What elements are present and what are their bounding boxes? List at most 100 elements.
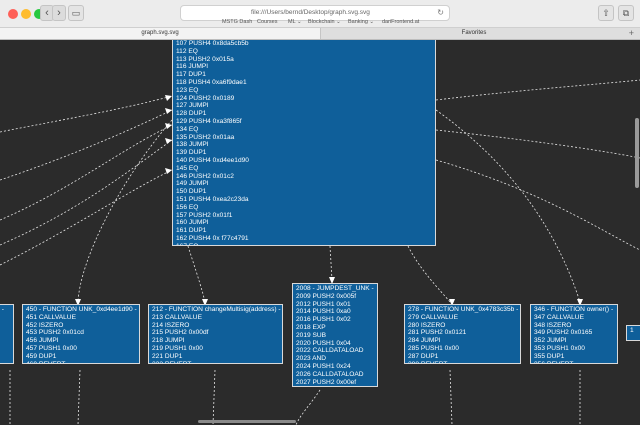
address-url: file:///Users/bernd/Desktop/graph.svg.sv… <box>251 9 370 16</box>
bookmark-item[interactable]: MSTG Dash <box>222 19 253 25</box>
node-instruction: 107 PUSH4 0x8da5cb5b <box>176 40 249 47</box>
node-instruction: 353 PUSH1 0x00 <box>534 344 585 352</box>
bookmark-item[interactable]: ML ⌄ <box>288 19 302 25</box>
node-instruction: 349 PUSH2 0x0165 <box>534 329 593 337</box>
edge <box>0 169 173 266</box>
edge <box>0 109 173 181</box>
node-instruction: 456 JUMPI <box>26 337 59 345</box>
node-instruction: 112 EQ <box>176 47 198 55</box>
node-instruction: 221 DUP1 <box>152 352 183 360</box>
node-instruction: 347 CALLVALUE <box>534 313 584 321</box>
node-instruction: 215 PUSH2 0x00df <box>152 329 209 337</box>
node-instruction: 117 DUP1 <box>176 71 206 79</box>
bookmarks-bar: MSTG Dash Courses ML ⌄ Blockchain ⌄ Bank… <box>0 18 640 28</box>
node-instruction: 167 EQ <box>176 243 432 245</box>
node-instruction: 285 PUSH1 0x00 <box>408 344 459 352</box>
node-instruction: 140 PUSH4 0xd4ee1d90 <box>176 156 249 164</box>
tab-bar: graph.svg.svg Favorites + <box>0 28 640 40</box>
tab-favorites[interactable]: Favorites <box>461 30 487 36</box>
graph-node-278[interactable]: 278 - FUNCTION UNK_0x4783c35b -279 CALLV… <box>404 304 521 364</box>
sidebar-toggle-icon[interactable]: ▭ <box>68 5 84 21</box>
node-instruction: 151 PUSH4 0xea2c23da <box>176 195 249 203</box>
minimize-window-icon[interactable] <box>21 9 31 19</box>
tabs-overview-icon[interactable]: ⧉ <box>618 5 634 21</box>
node-instruction: 162 PUSH4 0x f77c4791 <box>176 234 249 242</box>
node-instruction: 219 PUSH1 0x00 <box>152 344 203 352</box>
bookmark-item[interactable]: dariFrontend.at <box>382 19 420 25</box>
node-instruction: 213 CALLVALUE <box>152 313 202 321</box>
node-instruction: 2030 JUMP <box>296 386 374 387</box>
node-instruction: 280 ISZERO <box>408 321 446 329</box>
address-bar[interactable]: file:///Users/bernd/Desktop/graph.svg.sv… <box>180 5 450 21</box>
node-instruction: 145 EQ <box>176 164 199 172</box>
node-instruction: 160 JUMPI <box>176 219 209 227</box>
horizontal-scrollbar[interactable] <box>198 420 296 423</box>
node-instruction: 135 PUSH2 0x01aa <box>176 133 235 141</box>
node-instruction: 2016 PUSH1 0x02 <box>296 316 351 324</box>
reload-icon[interactable]: ↻ <box>437 8 444 17</box>
node-instruction: 2027 PUSH2 0x00ef <box>296 378 357 386</box>
node-instruction: 453 PUSH2 0x01cd <box>26 329 84 337</box>
node-instruction: 1 <box>630 327 634 334</box>
node-instruction: 113 PUSH2 0x015a <box>176 55 234 63</box>
forward-button[interactable]: › <box>52 5 66 21</box>
browser-toolbar: ‹ › ▭ file:///Users/bernd/Desktop/graph.… <box>0 0 640 28</box>
node-instruction: 451 CALLVALUE <box>26 313 76 321</box>
node-instruction: 116 JUMPI <box>176 63 209 71</box>
node-instruction: 355 DUP1 <box>534 352 565 360</box>
vertical-scrollbar[interactable] <box>635 118 639 188</box>
node-instruction: 157 PUSH2 0x01f1 <box>176 211 233 219</box>
node-instruction: 288 REVERT <box>408 361 517 363</box>
node-instruction: 146 PUSH2 0x01c2 <box>176 172 234 180</box>
node-instruction: 214 ISZERO <box>152 321 190 329</box>
node-instruction: 212 - FUNCTION changeMultisig(address) - <box>152 306 281 313</box>
node-instruction: 457 PUSH1 0x00 <box>26 344 77 352</box>
zoom-window-icon[interactable] <box>34 9 44 19</box>
node-instruction: 2009 PUSH2 0x005f <box>296 292 357 300</box>
node-instruction: 129 PUSH4 0xa3f865f <box>176 117 242 125</box>
edge <box>0 95 173 133</box>
node-instruction: 2018 EXP <box>296 323 326 331</box>
node-instruction: 128 DUP1 <box>176 110 207 118</box>
node-instruction: 218 JUMPI <box>152 337 185 345</box>
node-instruction: 279 CALLVALUE <box>408 313 458 321</box>
node-instruction: 139 DUP1 <box>176 149 207 157</box>
close-window-icon[interactable] <box>8 9 18 19</box>
node-instruction: 459 DUP1 <box>26 352 57 360</box>
node-instruction: 118 PUSH4 0xa6f9dae1 <box>176 78 247 86</box>
new-tab-button[interactable]: + <box>628 28 634 38</box>
node-instruction: 2022 CALLDATALOAD <box>296 347 364 355</box>
edge-layer <box>0 79 640 425</box>
bookmark-item[interactable]: Banking ⌄ <box>348 19 375 25</box>
node-instruction: 124 PUSH2 0x0189 <box>176 94 235 102</box>
tab-graph-svg[interactable]: graph.svg.svg <box>0 28 321 39</box>
graph-node-partial-right[interactable]: 1 <box>626 325 640 341</box>
graph-node-212[interactable]: 212 - FUNCTION changeMultisig(address) -… <box>148 304 283 364</box>
node-instruction: 287 DUP1 <box>408 352 439 360</box>
graph-node-450[interactable]: 450 - FUNCTION UNK_0xd4ee1d90 -451 CALLV… <box>22 304 140 364</box>
node-instruction: 149 JUMPI <box>176 180 209 188</box>
bookmark-item[interactable]: Courses <box>257 19 278 25</box>
arrowhead <box>75 299 81 306</box>
edge <box>0 124 173 221</box>
node-instruction: 2020 PUSH1 0x04 <box>296 339 351 347</box>
node-instruction: 161 DUP1 <box>176 227 207 235</box>
node-instruction: 278 - FUNCTION UNK_0x4783c35b - <box>408 306 519 313</box>
node-instruction: 138 JUMPI <box>176 141 209 149</box>
node-instruction: 352 JUMPI <box>534 337 567 345</box>
node-instruction: 452 ISZERO <box>26 321 64 329</box>
graph-node-partial-left[interactable]: 6) - <box>0 304 14 364</box>
node-instruction: 346 - FUNCTION owner() - <box>534 306 614 313</box>
share-icon[interactable]: ⇧ <box>598 5 614 21</box>
node-instruction: 450 - FUNCTION UNK_0xd4ee1d90 - <box>26 306 137 313</box>
node-instruction: 2024 PUSH1 0x24 <box>296 362 351 370</box>
node-instruction: 134 EQ <box>176 125 199 133</box>
node-instruction: 281 PUSH2 0x0121 <box>408 329 467 337</box>
node-instruction: 2014 PUSH1 0xa0 <box>296 308 351 316</box>
node-instruction: 156 EQ <box>176 203 199 211</box>
bookmark-item[interactable]: Blockchain ⌄ <box>308 19 341 25</box>
